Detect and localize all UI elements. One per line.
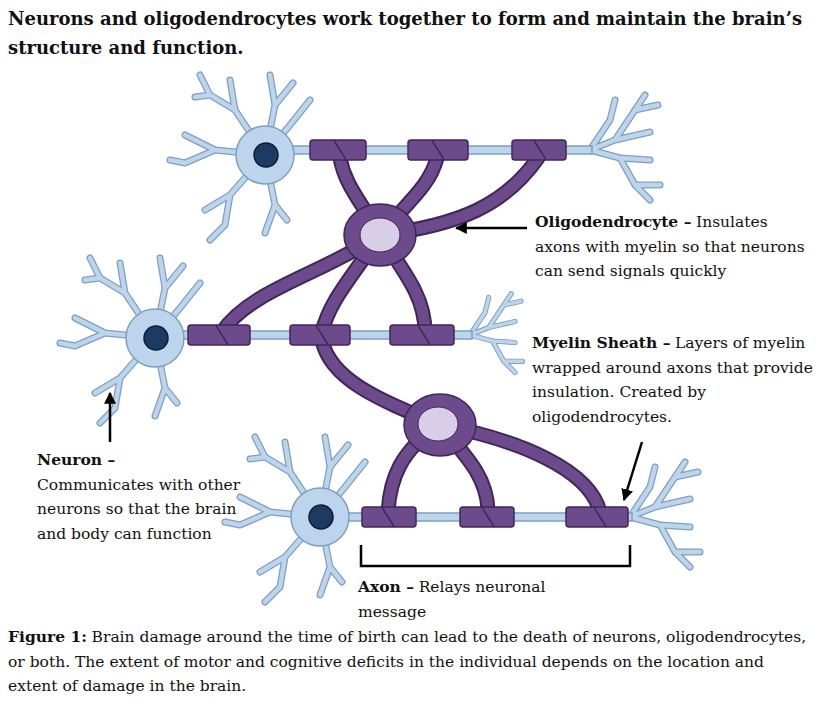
callout-heading: Axon – bbox=[358, 577, 414, 596]
axon-terminal bbox=[470, 294, 523, 373]
neuron-body bbox=[225, 437, 365, 602]
art-rect bbox=[512, 140, 566, 160]
neuron-body bbox=[60, 258, 200, 423]
art-rect bbox=[566, 507, 628, 527]
art-path bbox=[382, 507, 394, 527]
myelin-callout: Myelin Sheath –Layers of myelin wrapped … bbox=[532, 331, 814, 429]
title: Neurons and oligodendrocytes work togeth… bbox=[8, 4, 814, 62]
callout-text: Communicates with other neurons so that … bbox=[37, 476, 240, 543]
callout-heading: Oligodendrocyte – bbox=[535, 212, 691, 231]
caption-heading: Figure 1: bbox=[8, 627, 87, 646]
oligodendrocyte bbox=[404, 394, 476, 456]
axon-callout: Axon –Relays neuronal message bbox=[358, 575, 593, 624]
art-ellipse bbox=[418, 407, 458, 441]
art-path bbox=[432, 140, 444, 160]
pointer-arrow bbox=[109, 393, 112, 442]
art-rect bbox=[310, 140, 366, 160]
art-path bbox=[594, 507, 606, 527]
axon-bracket bbox=[361, 545, 630, 566]
callout-heading: Neuron – bbox=[37, 448, 264, 473]
art-rect bbox=[188, 325, 250, 345]
art-path bbox=[418, 325, 430, 345]
neuron-callout: Neuron – Communicates with other neurons … bbox=[37, 448, 269, 546]
figure-caption: Figure 1:Brain damage around the time of… bbox=[8, 625, 814, 699]
oligodendrocyte-callout: Oligodendrocyte –Insulates axons with my… bbox=[535, 210, 813, 284]
art-path bbox=[316, 325, 328, 345]
art-rect bbox=[460, 507, 514, 527]
art-rect bbox=[362, 507, 416, 527]
pointer-arrow bbox=[456, 227, 527, 230]
art-rect bbox=[290, 325, 350, 345]
axon-terminal bbox=[630, 462, 700, 567]
callout-heading: Myelin Sheath – bbox=[532, 333, 670, 352]
art-path bbox=[334, 140, 346, 160]
art-rect bbox=[408, 140, 468, 160]
pointer-arrow bbox=[624, 442, 642, 500]
art-path bbox=[216, 325, 228, 345]
caption-text: Brain damage around the time of birth ca… bbox=[8, 628, 806, 695]
art-rect bbox=[390, 325, 454, 345]
art-ellipse bbox=[360, 218, 400, 252]
axon-terminal bbox=[590, 95, 660, 200]
art-ellipse bbox=[404, 394, 476, 456]
art-path bbox=[482, 507, 494, 527]
neuron-body bbox=[170, 75, 310, 240]
art-ellipse bbox=[344, 204, 416, 266]
oligodendrocyte bbox=[344, 204, 416, 266]
art-path bbox=[534, 140, 546, 160]
